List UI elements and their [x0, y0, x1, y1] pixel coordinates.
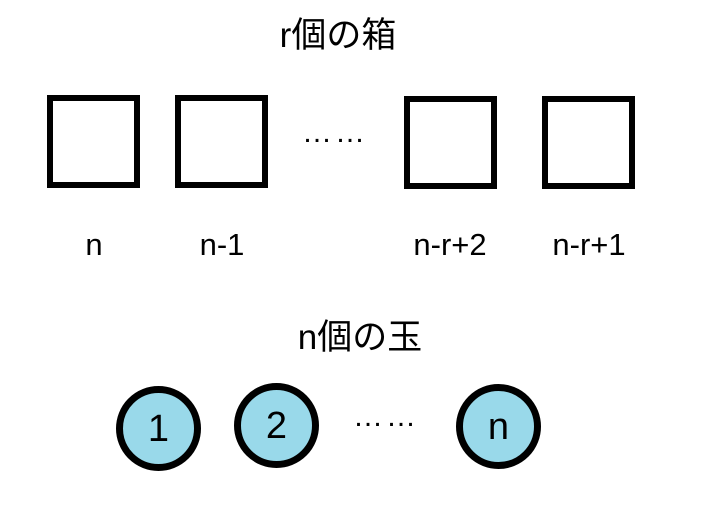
balls-ellipsis: ……	[353, 400, 419, 433]
box-label-n-r-1: n-r+1	[552, 227, 626, 262]
ball-label-1: 1	[147, 407, 170, 450]
boxes-section-title: r個の箱	[279, 16, 397, 55]
box-label-n: n	[85, 227, 103, 262]
box-shape-4	[542, 96, 635, 189]
box-shape-3	[404, 96, 497, 189]
ball-shape-2: 2	[234, 383, 319, 468]
ball-shape-n: n	[456, 384, 541, 469]
box-shape-1	[47, 95, 140, 188]
box-label-n-1: n-1	[199, 227, 245, 262]
ball-shape-1: 1	[116, 386, 201, 471]
ball-label-n: n	[487, 405, 510, 448]
box-label-n-r-2: n-r+2	[413, 227, 487, 262]
ball-label-2: 2	[265, 404, 288, 447]
box-shape-2	[175, 95, 268, 188]
boxes-ellipsis: ……	[302, 116, 368, 149]
balls-section-title: n個の玉	[297, 318, 423, 357]
